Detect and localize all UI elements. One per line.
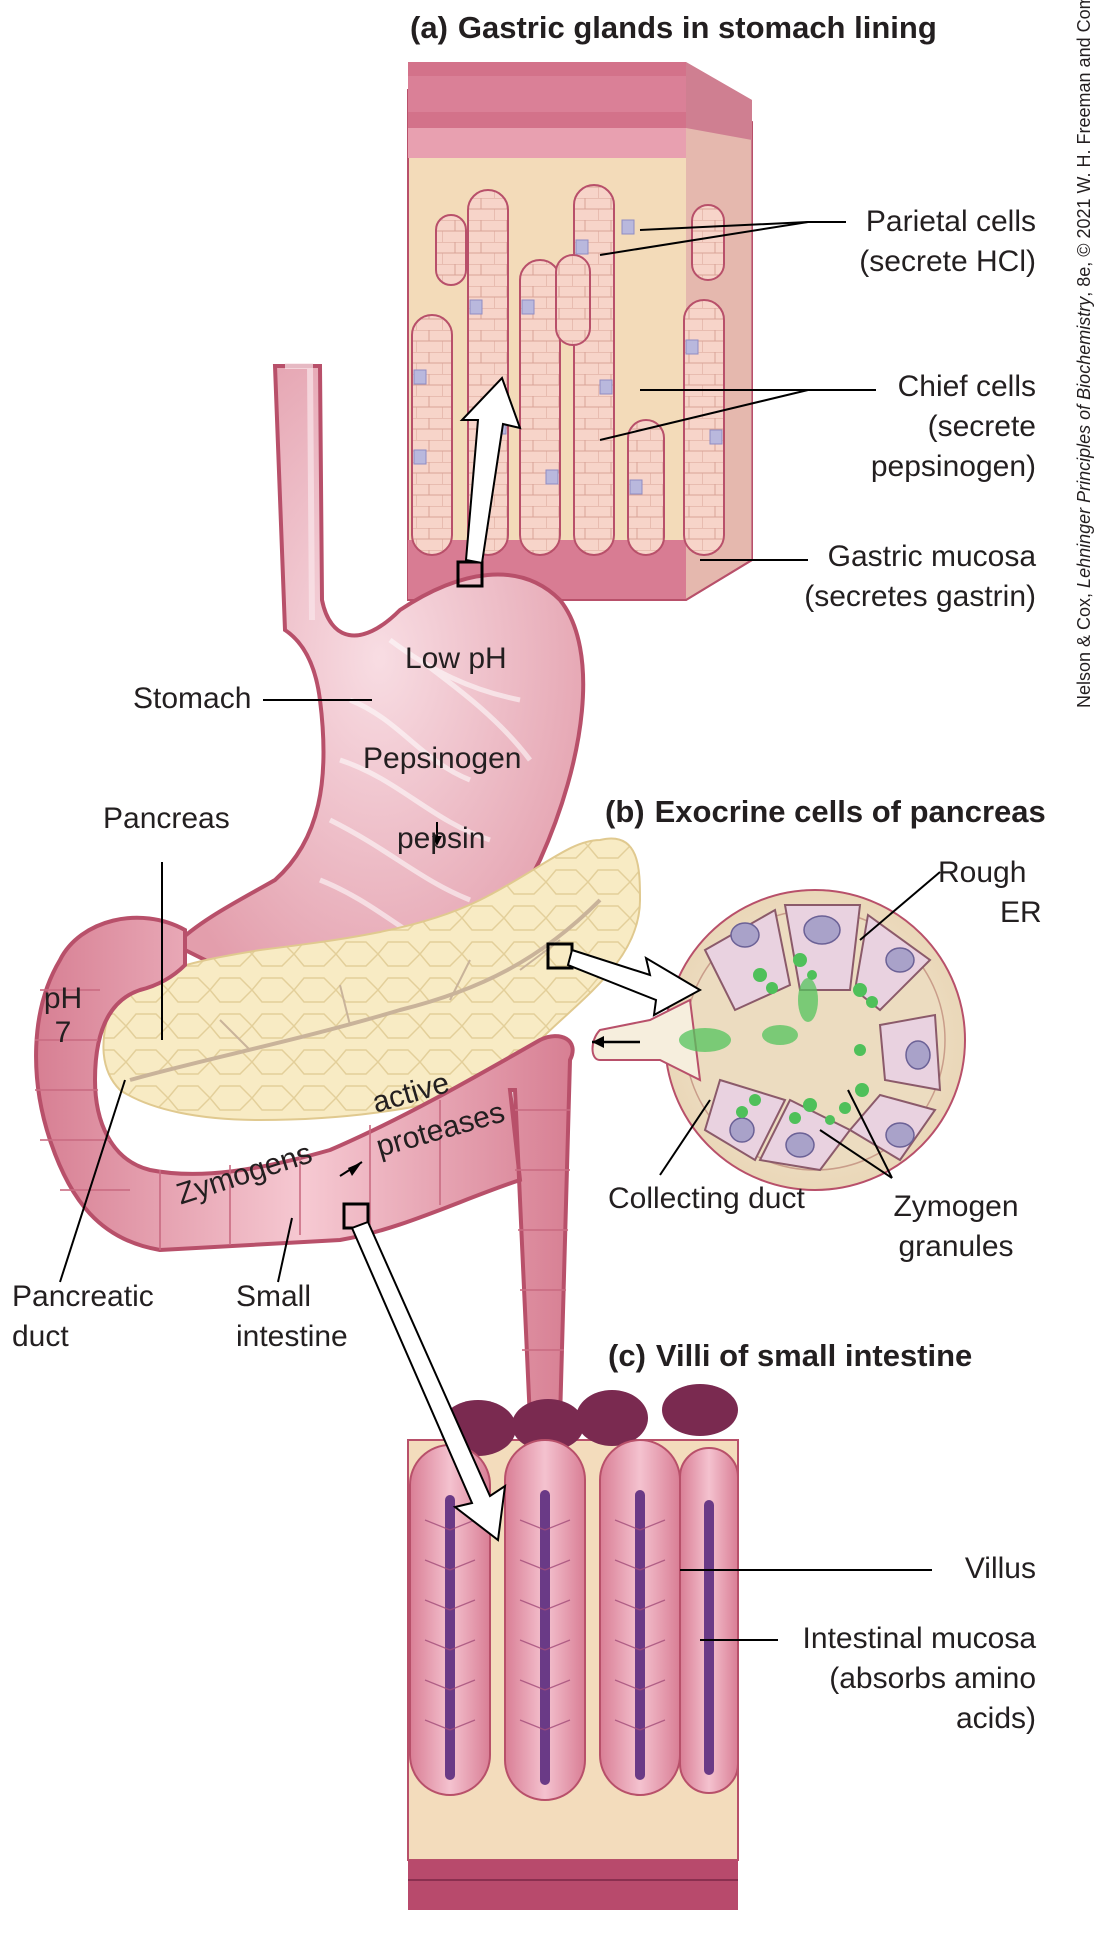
small-intestine-organ <box>34 915 575 1422</box>
label-pepsin: pepsin <box>397 822 486 855</box>
label-ph: pH <box>43 982 83 1015</box>
label-gastric-mucosa: Gastric mucosa <box>827 540 1036 573</box>
credit-book: Lehninger Principles of Biochemistry <box>1074 296 1094 588</box>
label-ph-value: 7 <box>54 1016 72 1049</box>
label-chief-cells: Chief cells <box>897 370 1036 403</box>
panel-a-title: (a) Gastric glands in stomach lining <box>410 10 937 46</box>
label-villus: Villus <box>964 1552 1036 1585</box>
label-pancreatic-duct-2: duct <box>12 1320 69 1353</box>
label-small-intestine: Small <box>236 1280 312 1313</box>
credit-prefix: Nelson & Cox, <box>1074 587 1094 708</box>
credit-suffix: , 8e, © 2021 W. H. Freeman and Company <box>1074 0 1094 297</box>
label-stomach: Stomach <box>133 682 252 715</box>
leader-lines <box>59 221 941 1641</box>
magnify-arrows <box>350 376 703 1542</box>
label-intestinal-mucosa: Intestinal mucosa <box>802 1622 1036 1655</box>
panel-b-letter: (b) <box>605 794 645 829</box>
label-intestinal-mucosa-note-1: (absorbs amino <box>829 1662 1036 1695</box>
label-chief-cells-note-1: (secrete <box>927 410 1036 443</box>
pancreas-organ <box>102 837 642 1122</box>
panel-b-title: (b) Exocrine cells of pancreas <box>605 794 1046 830</box>
panel-a-title-text: Gastric glands in stomach lining <box>457 10 937 45</box>
label-rough-er-2: ER <box>1000 896 1042 929</box>
panel-c-title-text: Villi of small intestine <box>655 1338 973 1373</box>
label-pepsinogen: Pepsinogen <box>363 742 522 775</box>
label-small-intestine-2: intestine <box>236 1320 348 1353</box>
panel-b-title-text: Exocrine cells of pancreas <box>654 794 1046 829</box>
label-collecting-duct: Collecting duct <box>608 1182 805 1215</box>
panel-c-letter: (c) <box>608 1338 646 1373</box>
label-pancreas: Pancreas <box>103 802 230 835</box>
label-low-ph: Low pH <box>405 642 507 675</box>
label-rough-er: Rough <box>938 856 1027 889</box>
label-pancreatic-duct: Pancreatic <box>12 1280 154 1313</box>
gastric-gland-block <box>407 62 753 601</box>
label-zymogen-granules: Zymogen <box>893 1190 1019 1223</box>
pancreatic-acinus <box>591 889 966 1191</box>
panel-a-letter: (a) <box>410 10 448 45</box>
copyright-credit: Nelson & Cox, Lehninger Principles of Bi… <box>1052 0 1094 708</box>
label-intestinal-mucosa-note-2: acids) <box>955 1702 1036 1735</box>
label-parietal-cells: Parietal cells <box>865 205 1036 238</box>
label-parietal-cells-note: (secrete HCl) <box>859 245 1036 278</box>
label-gastric-mucosa-note: (secretes gastrin) <box>804 580 1036 613</box>
label-zymogen-granules-2: granules <box>898 1230 1014 1263</box>
label-chief-cells-note-2: pepsinogen) <box>870 450 1036 483</box>
panel-c-title: (c) Villi of small intestine <box>608 1338 972 1374</box>
villi-block <box>407 1384 739 1910</box>
parietal-cells-markers <box>413 219 723 495</box>
